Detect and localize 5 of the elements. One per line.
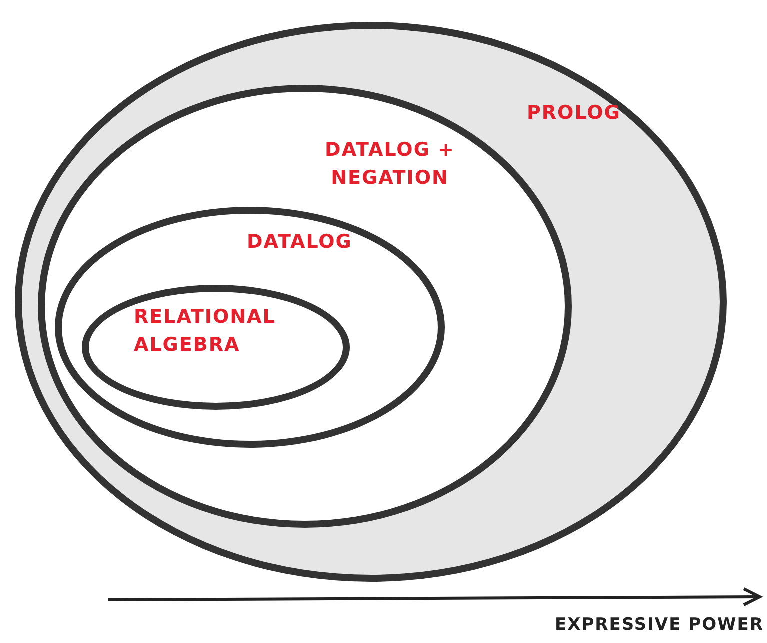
set-label: DATALOG xyxy=(247,230,354,255)
set-label: DATALOG + NEGATION xyxy=(324,138,456,191)
set-label: PROLOG xyxy=(527,101,622,126)
axis-label: EXPRESSIVE POWER xyxy=(555,615,764,635)
set-label: RELATIONAL ALGEBRA xyxy=(134,305,277,358)
